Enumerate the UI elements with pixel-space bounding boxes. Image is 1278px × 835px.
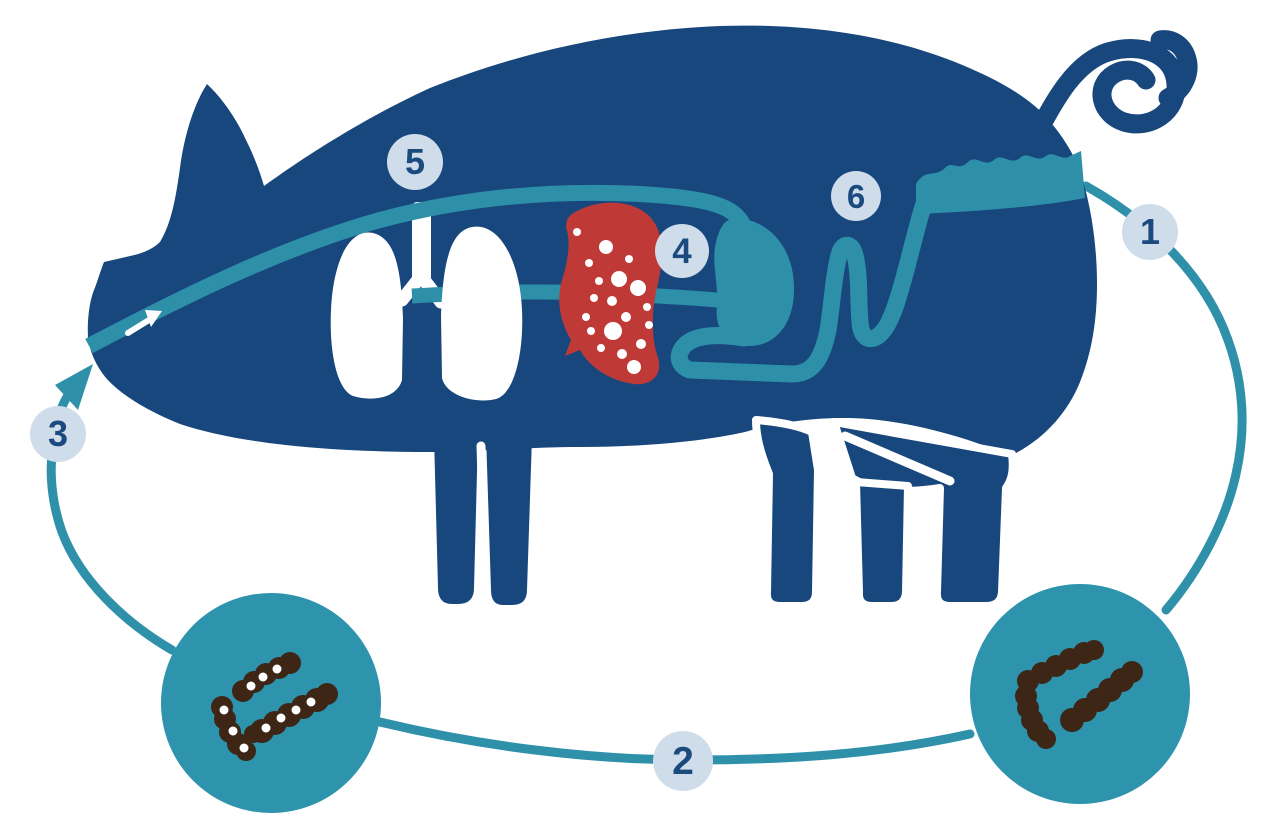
lung-left-lobe [330, 232, 403, 399]
cycle-arrowhead-icon [55, 364, 93, 410]
front-leg-far [486, 434, 532, 605]
thigh-slit [840, 431, 955, 486]
stomach-icon [714, 218, 795, 347]
step-number: 3 [47, 413, 69, 454]
liver-icon [559, 202, 662, 385]
step-number: 4 [672, 231, 692, 271]
lung-right-lobe [441, 226, 523, 401]
step-number: 5 [404, 141, 426, 182]
step-marker-1: 1 [1122, 204, 1178, 260]
intestine-icon [670, 179, 939, 383]
rectum-icon [916, 151, 1085, 214]
step-marker-6: 6 [831, 171, 881, 221]
step-marker-4: 4 [655, 224, 709, 278]
step-marker-3: 3 [30, 406, 86, 462]
step-number: 6 [846, 177, 866, 215]
hind-leg-far [852, 478, 912, 610]
pig-legs [434, 416, 1017, 610]
step-marker-5: 5 [387, 134, 443, 190]
step-number: 2 [672, 739, 694, 783]
liver-spots [573, 228, 653, 374]
lungs-icon [330, 226, 523, 401]
step-marker-2: 2 [653, 731, 713, 791]
step-number: 1 [1139, 211, 1161, 252]
front-leg-near [434, 434, 478, 604]
feces-circle-left [161, 593, 381, 813]
pig-tail-icon [1030, 30, 1198, 138]
feces-circle-right [970, 584, 1190, 804]
feces-icon [1015, 640, 1143, 749]
swallow-arrow-icon [125, 310, 162, 336]
egg-dots [219, 664, 316, 753]
hind-leg-front [752, 416, 822, 610]
esophagus-tract [85, 184, 753, 354]
front-leg-gap [476, 441, 491, 609]
